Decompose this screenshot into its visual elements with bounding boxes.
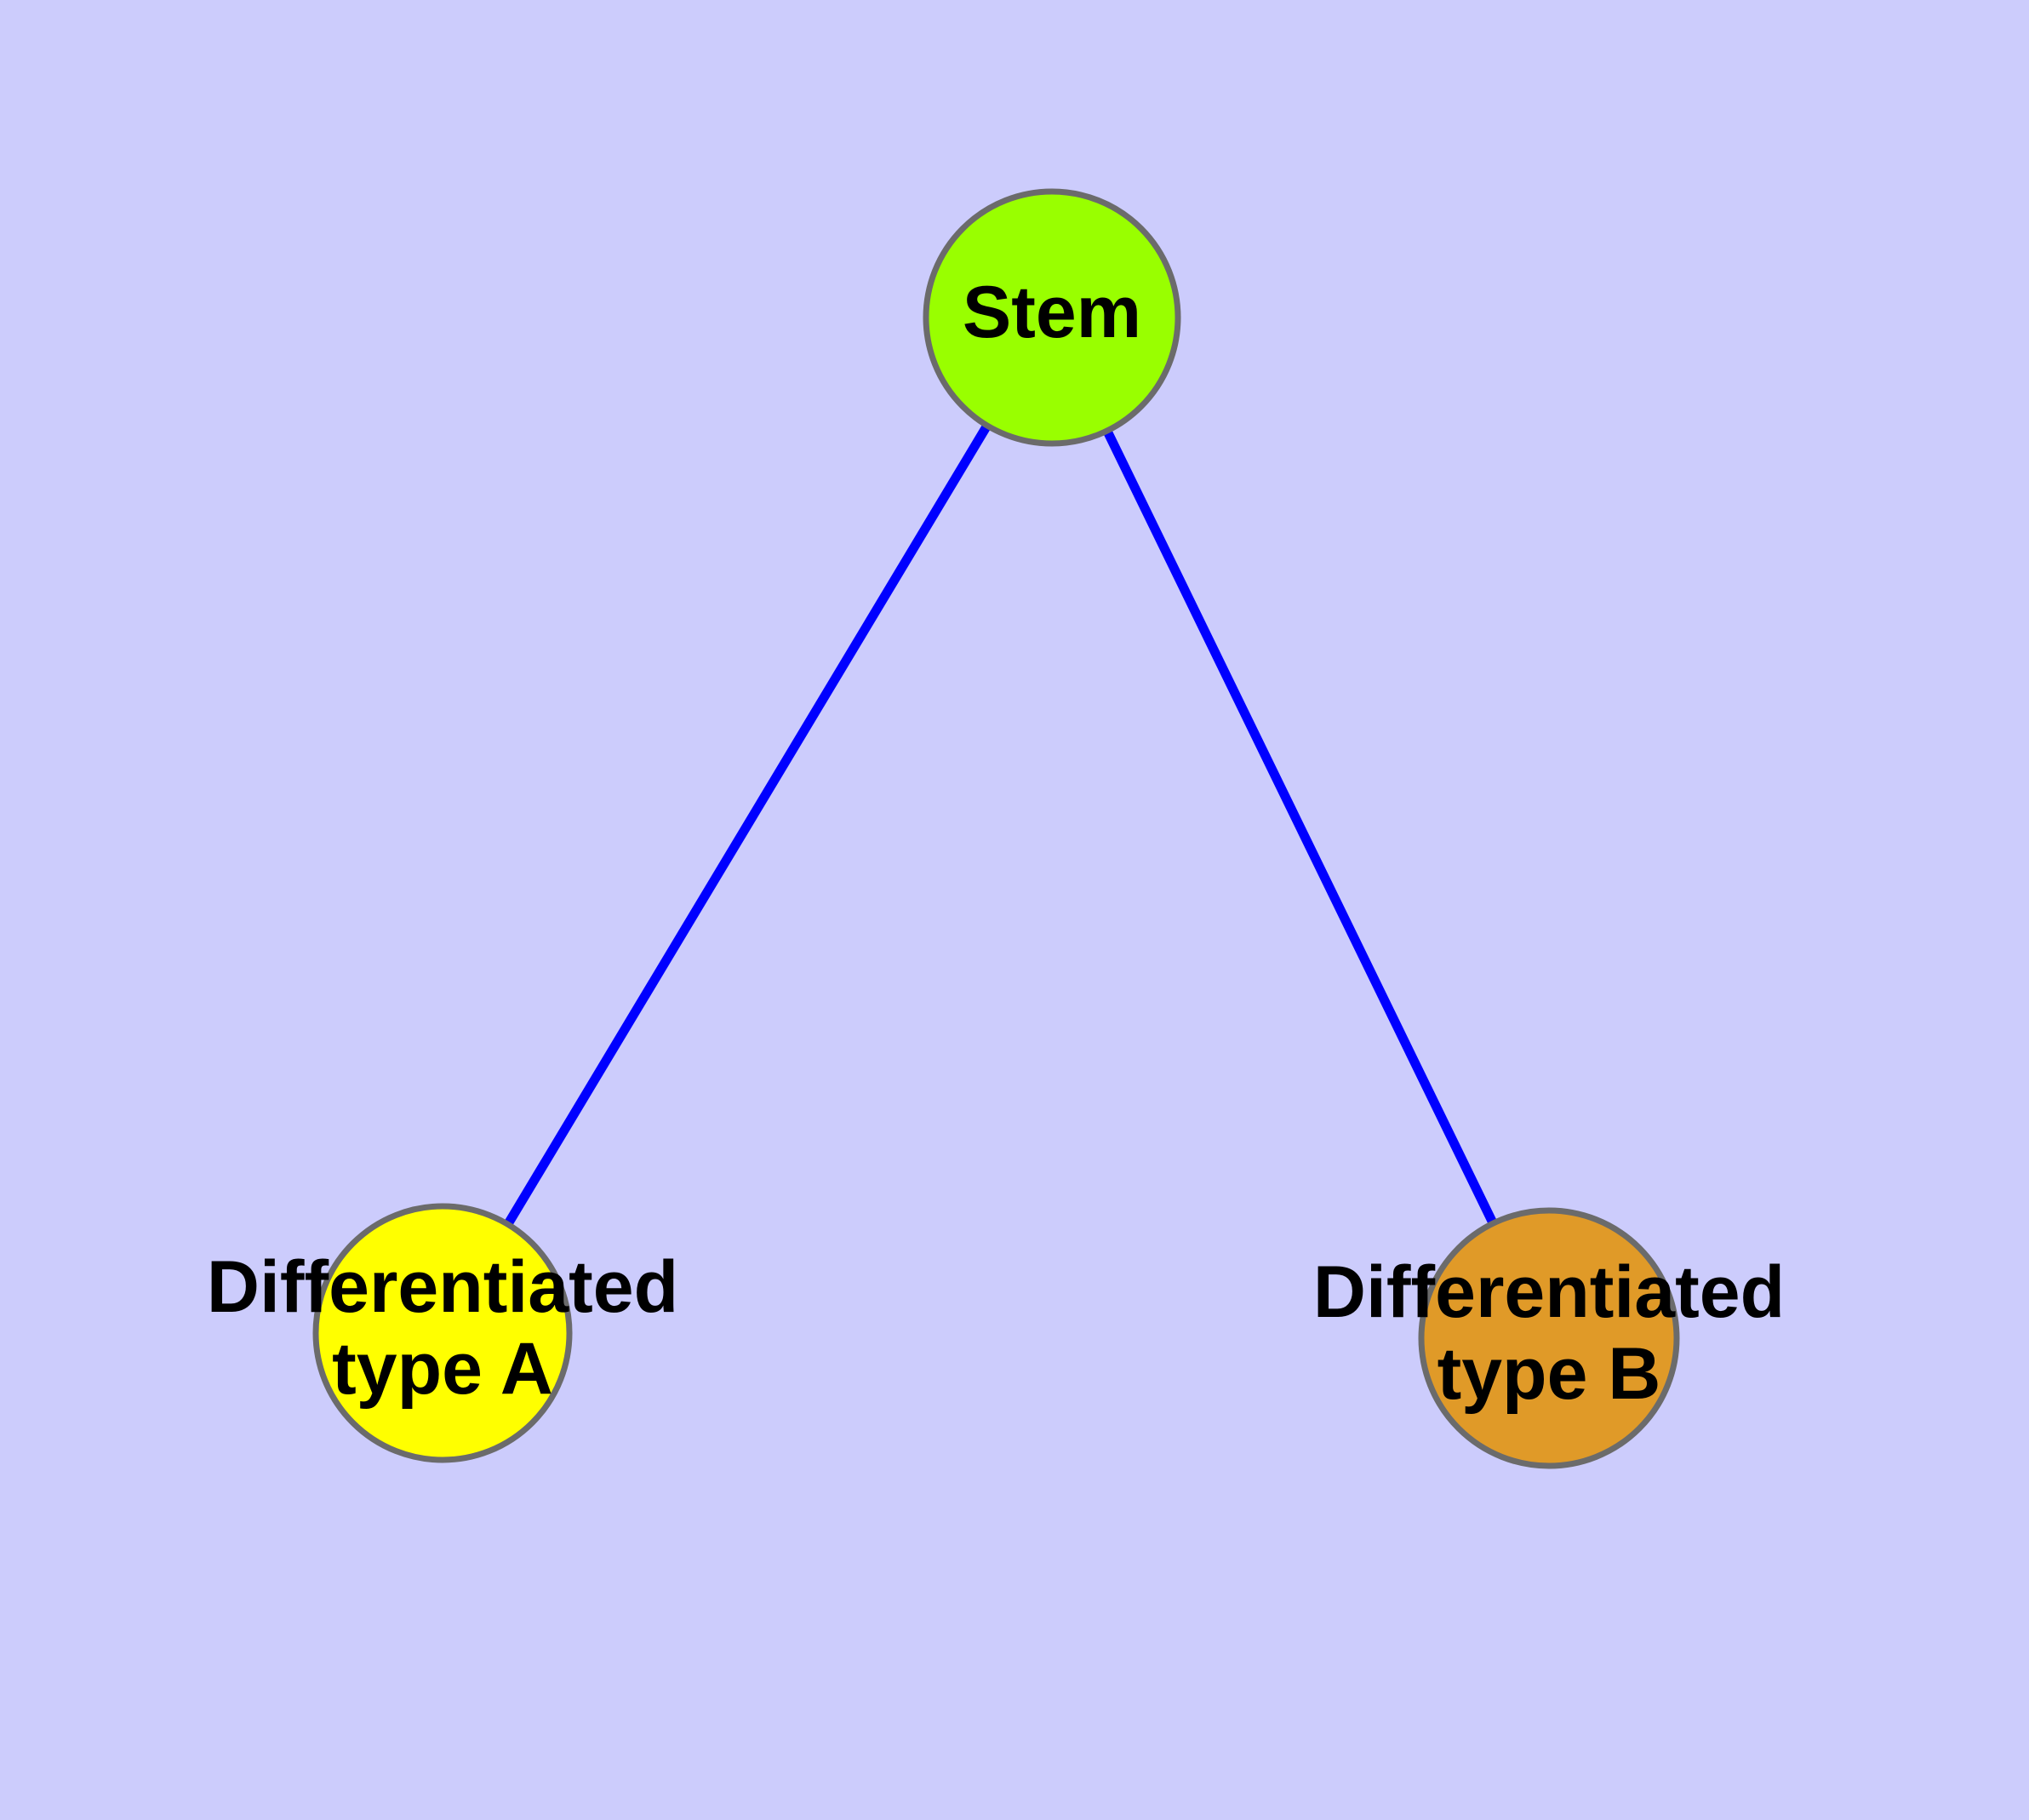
node-label-line: Differentiated xyxy=(1313,1251,1785,1333)
node-diff-b[interactable] xyxy=(1418,1207,1680,1469)
node-label-stem: Stem xyxy=(963,272,1141,353)
node-label-line: type A xyxy=(332,1328,553,1410)
edge-stem-to-diff-a[interactable] xyxy=(438,315,1056,1336)
node-stem[interactable] xyxy=(923,188,1181,447)
node-label-line: Stem xyxy=(963,272,1141,353)
edges-layer xyxy=(438,315,1553,1341)
node-diff-a[interactable] xyxy=(312,1203,573,1463)
node-label-line: type B xyxy=(1437,1333,1661,1415)
node-label-line: Differentiated xyxy=(207,1246,678,1328)
nodes-layer xyxy=(312,188,1680,1469)
edge-stem-to-diff-b[interactable] xyxy=(1048,315,1553,1341)
